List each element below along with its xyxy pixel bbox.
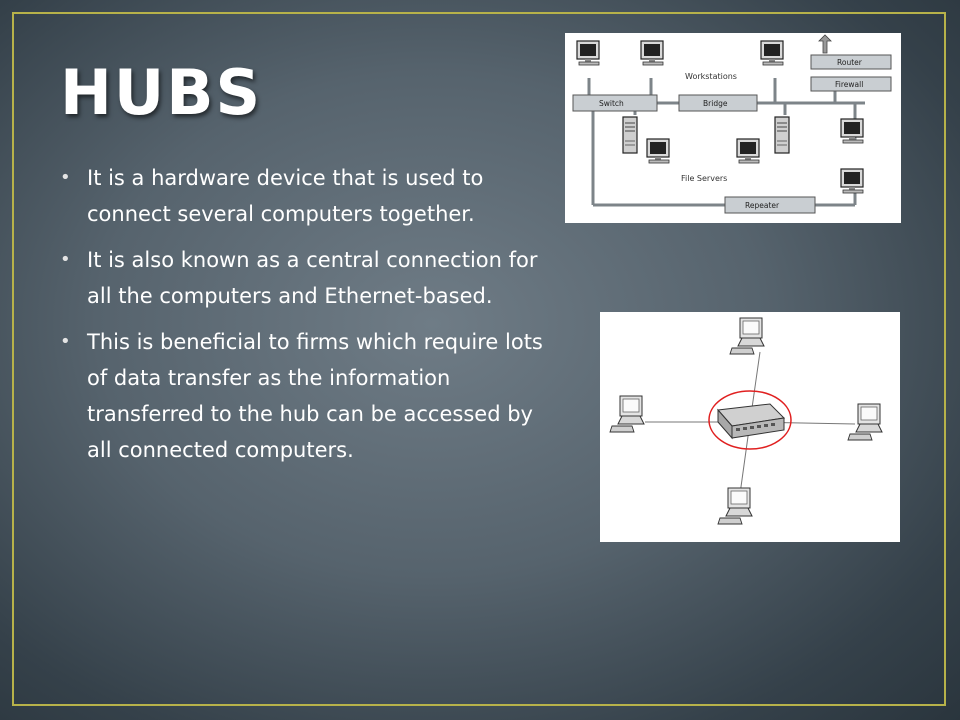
bullet-item: This is beneficial to firms which requir… (58, 324, 558, 468)
bullet-item: It is also known as a central connection… (58, 242, 558, 314)
hub-highlight-circle (708, 390, 792, 450)
label-firewall: Firewall (835, 80, 863, 89)
hub-topology-image (600, 312, 900, 542)
label-switch: Switch (599, 99, 624, 108)
network-diagram-image: Workstations Router Firewall Switch Brid… (565, 33, 901, 223)
slide-title: HUBS (60, 56, 263, 129)
bullet-item: It is a hardware device that is used to … (58, 160, 558, 232)
slide-frame (12, 12, 946, 706)
bullet-list: It is a hardware device that is used to … (58, 160, 558, 478)
label-router: Router (837, 58, 863, 67)
label-bridge: Bridge (703, 99, 728, 108)
label-repeater: Repeater (745, 201, 780, 210)
label-file-servers: File Servers (681, 174, 727, 183)
label-workstations: Workstations (685, 72, 737, 81)
